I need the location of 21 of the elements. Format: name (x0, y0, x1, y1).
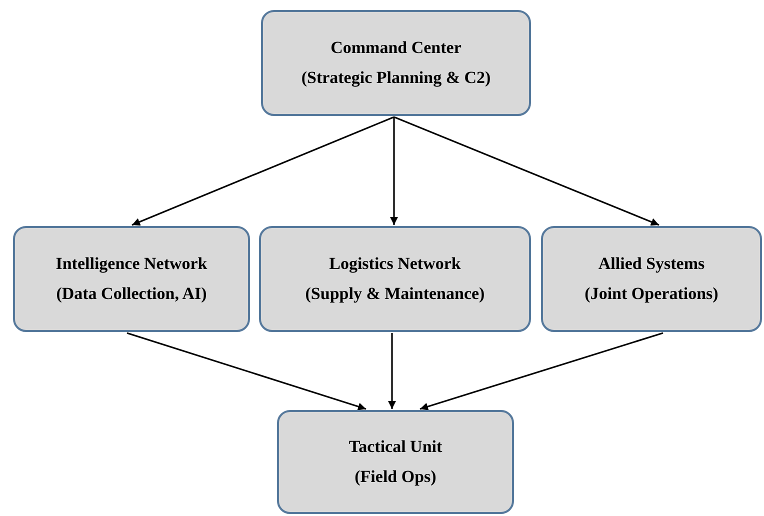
process-box (277, 410, 514, 514)
arrow (126, 332, 366, 410)
process-box (259, 226, 531, 332)
arrow (420, 332, 664, 410)
process-box (541, 226, 762, 332)
node-title: Logistics Network (329, 253, 461, 275)
process-box (261, 10, 531, 116)
arrow (388, 333, 396, 409)
node-subtitle: (Joint Operations) (584, 283, 718, 305)
node-subtitle: (Supply & Maintenance) (305, 283, 485, 305)
node-subtitle: (Strategic Planning & C2) (301, 67, 491, 89)
node-subtitle: (Field Ops) (354, 466, 436, 488)
node-title: Allied Systems (598, 253, 705, 275)
node-subtitle: (Data Collection, AI) (56, 283, 207, 305)
node-title: Command Center (330, 37, 462, 59)
arrow (394, 116, 660, 226)
node-title: Intelligence Network (56, 253, 208, 275)
process-box (13, 226, 250, 332)
arrow (132, 116, 394, 226)
node-title: Tactical Unit (348, 436, 442, 458)
arrow (390, 117, 398, 225)
